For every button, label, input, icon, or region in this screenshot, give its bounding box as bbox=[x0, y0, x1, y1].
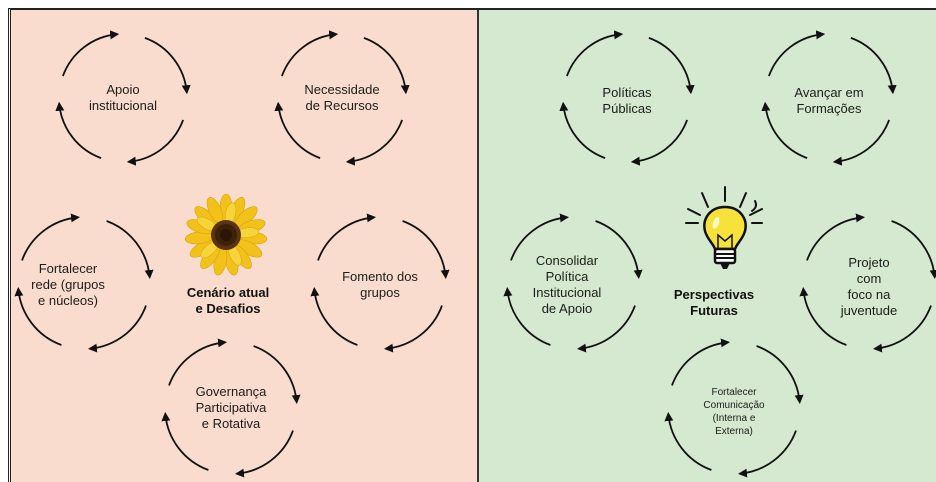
cycle-label-governanca: Governança Participativa e Rotativa bbox=[195, 384, 267, 431]
cycle-arc-apoio-institucional-3 bbox=[62, 30, 120, 77]
cycle-arrows-necessidade-recursos bbox=[274, 30, 410, 166]
diagram-frame bbox=[8, 8, 936, 482]
cycle-arc-governanca-1 bbox=[235, 430, 294, 478]
cycle-arc-fortalecer-comunicacao-0 bbox=[756, 345, 804, 404]
cycle-arc-consolidar-politica-1 bbox=[577, 305, 636, 353]
cycle-arc-fomento-grupos-1 bbox=[384, 305, 443, 353]
cycle-arrows-politicas-publicas bbox=[559, 30, 695, 166]
cycle-arc-avancar-formacoes-0 bbox=[850, 37, 897, 95]
cycle-arc-apoio-institucional-1 bbox=[126, 119, 184, 166]
cycle-arrows-apoio-institucional bbox=[55, 30, 191, 166]
cycle-arc-fortalecer-rede-2 bbox=[14, 287, 62, 346]
cycle-arc-politicas-publicas-3 bbox=[566, 30, 624, 77]
cycle-arc-fortalecer-comunicacao-2 bbox=[664, 412, 712, 471]
sunflower-icon bbox=[184, 193, 268, 276]
cycle-label-necessidade-recursos: Necessidade de Recursos bbox=[304, 82, 380, 113]
cycle-arc-apoio-institucional-2 bbox=[55, 101, 102, 159]
cycle-arrows-fortalecer-comunicacao bbox=[664, 338, 804, 478]
center-title-current-scenario: Cenário atual e Desafios bbox=[186, 285, 270, 316]
cycle-arc-fomento-grupos-3 bbox=[317, 213, 376, 261]
cycle-arc-fortalecer-rede-1 bbox=[88, 305, 147, 353]
cycle-arrows-fortalecer-rede bbox=[14, 213, 154, 353]
cycle-label-avancar-formacoes: Avançar em Formações bbox=[794, 85, 864, 116]
cycle-arc-consolidar-politica-2 bbox=[503, 287, 551, 346]
cycle-arc-projeto-juventude-1 bbox=[873, 305, 932, 353]
panel-future-perspectives bbox=[479, 10, 936, 482]
cycle-label-projeto-juventude: Projeto com foco na juventude bbox=[840, 255, 898, 318]
cycle-arc-politicas-publicas-1 bbox=[630, 119, 688, 166]
cycle-arc-fortalecer-comunicacao-3 bbox=[671, 338, 730, 386]
cycle-arc-fomento-grupos-2 bbox=[310, 287, 358, 346]
cycle-arc-necessidade-recursos-1 bbox=[345, 119, 403, 166]
cycle-arc-avancar-formacoes-2 bbox=[761, 101, 808, 159]
cycle-arrows-avancar-formacoes bbox=[761, 30, 897, 166]
cycle-label-politicas-publicas: Políticas Públicas bbox=[602, 85, 652, 116]
cycle-arrows-consolidar-politica bbox=[503, 213, 643, 353]
cycle-arc-necessidade-recursos-2 bbox=[274, 101, 321, 159]
lightbulb-icon bbox=[685, 186, 763, 269]
cycle-arc-consolidar-politica-0 bbox=[595, 220, 643, 279]
cycle-arrows-governanca bbox=[161, 338, 301, 478]
cycle-arc-politicas-publicas-0 bbox=[648, 37, 695, 95]
cycle-arc-necessidade-recursos-3 bbox=[281, 30, 339, 77]
cycle-label-consolidar-politica: Consolidar Política Institucional de Apo… bbox=[532, 253, 602, 316]
cycle-arc-apoio-institucional-0 bbox=[144, 37, 191, 95]
cycle-label-apoio-institucional: Apoio institucional bbox=[89, 82, 157, 113]
cycle-arc-necessidade-recursos-0 bbox=[363, 37, 410, 95]
cycle-arc-fomento-grupos-0 bbox=[402, 220, 450, 279]
cycle-arc-fortalecer-rede-3 bbox=[21, 213, 80, 261]
cycle-arc-projeto-juventude-0 bbox=[891, 220, 936, 279]
panel-divider bbox=[477, 10, 479, 482]
cycle-arc-governanca-3 bbox=[168, 338, 227, 386]
cycle-arc-projeto-juventude-2 bbox=[799, 287, 847, 346]
cycle-arc-governanca-2 bbox=[161, 412, 209, 471]
cycle-arc-avancar-formacoes-1 bbox=[832, 119, 890, 166]
center-title-future-perspectives: Perspectivas Futuras bbox=[673, 287, 755, 318]
cycle-label-fortalecer-rede: Fortalecer rede (grupos e núcleos) bbox=[31, 261, 105, 308]
cycle-arc-projeto-juventude-3 bbox=[806, 213, 865, 261]
cycle-arc-fortalecer-rede-0 bbox=[106, 220, 154, 279]
cycle-label-fomento-grupos: Fomento dos grupos bbox=[342, 269, 418, 300]
cycle-arrows-fomento-grupos bbox=[310, 213, 450, 353]
cycle-label-fortalecer-comunicacao: Fortalecer Comunicação (Interna e Extern… bbox=[703, 387, 765, 437]
cycle-arc-fortalecer-comunicacao-1 bbox=[738, 430, 797, 478]
cycle-arc-avancar-formacoes-3 bbox=[768, 30, 826, 77]
cycle-arc-consolidar-politica-3 bbox=[510, 213, 569, 261]
cycle-arc-politicas-publicas-2 bbox=[559, 101, 606, 159]
cycle-arrows-projeto-juventude bbox=[799, 213, 936, 353]
cycle-arc-governanca-0 bbox=[253, 345, 301, 404]
